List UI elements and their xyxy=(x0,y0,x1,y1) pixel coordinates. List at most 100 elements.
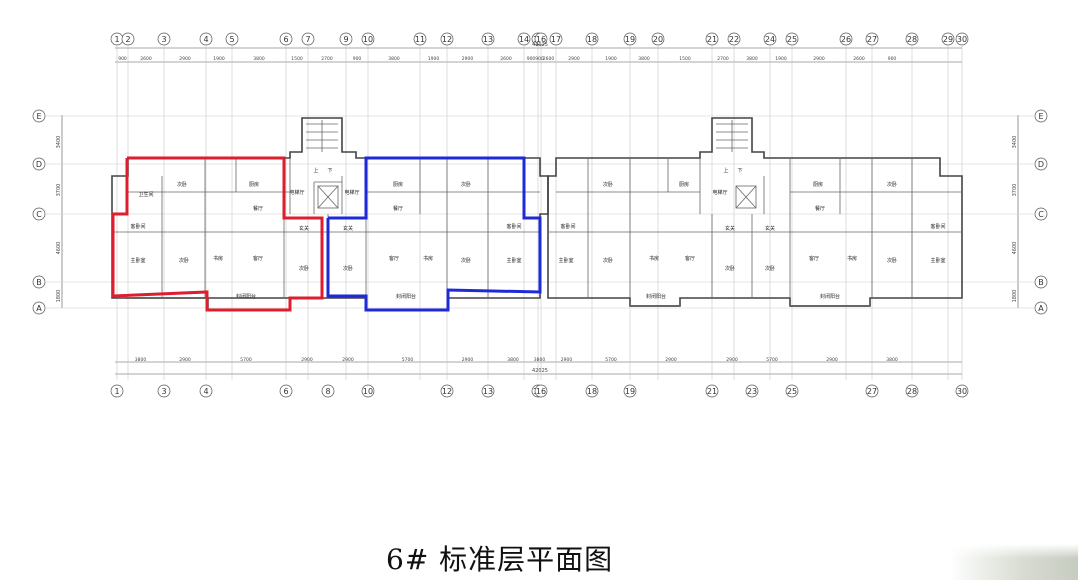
axis-bubble xyxy=(199,384,213,398)
row-letter: C xyxy=(36,210,42,219)
room-label: 主卧室 xyxy=(130,257,145,264)
axis-bubble xyxy=(955,384,969,398)
room-label: 书房 xyxy=(213,255,223,262)
axis-number: 6 xyxy=(283,35,288,44)
row-letter: C xyxy=(1038,210,1044,219)
axis-number: 17 xyxy=(551,35,561,44)
interior-walls xyxy=(112,120,962,311)
dim-label: 2900 xyxy=(179,357,191,363)
svg-text:4600: 4600 xyxy=(1012,242,1018,255)
svg-text:1800: 1800 xyxy=(56,290,62,303)
axis-number: 9 xyxy=(343,35,348,44)
red-unit-outline xyxy=(111,156,324,312)
dim-label: 3800 xyxy=(135,357,147,363)
room-label: 玄关 xyxy=(765,225,775,232)
axis-number: 4 xyxy=(203,35,208,44)
axis-bubble xyxy=(157,32,171,46)
dim-label: 5700 xyxy=(240,357,252,363)
room-label: 客厅 xyxy=(685,255,695,262)
axis-number: 11 xyxy=(415,35,425,44)
axis-number: 1 xyxy=(114,387,119,396)
axis-bubble xyxy=(585,32,599,46)
axis-bubble xyxy=(339,32,353,46)
axis-number: 18 xyxy=(587,387,597,396)
axis-bubble xyxy=(121,32,135,46)
axis-number: 3 xyxy=(161,35,166,44)
dim-label: 2900 xyxy=(462,357,474,363)
room-label: 书房 xyxy=(649,255,659,262)
dim-label: 3800 xyxy=(886,357,898,363)
axis-bubble xyxy=(301,32,315,46)
axis-number: 28 xyxy=(907,35,917,44)
axis-number: 26 xyxy=(841,35,851,44)
dim-label: 1500 xyxy=(291,56,303,62)
total-dim-top: 42025 xyxy=(532,42,548,48)
axis-number: 22 xyxy=(729,35,739,44)
axis-number: 18 xyxy=(587,35,597,44)
axis-number: 12 xyxy=(442,387,452,396)
dim-label: 2900 xyxy=(301,357,313,363)
axis-number: 13 xyxy=(483,35,493,44)
axis-number: 25 xyxy=(787,35,797,44)
axis-number: 14 xyxy=(519,35,529,44)
axis-number: 27 xyxy=(867,35,877,44)
axis-bubble xyxy=(361,384,375,398)
room-label: 次卧 xyxy=(603,181,613,188)
dim-label: 2600 xyxy=(500,56,512,62)
axis-bubble xyxy=(361,32,375,46)
room-label: 上 xyxy=(723,167,728,174)
svg-text:3400: 3400 xyxy=(1012,136,1018,149)
svg-text:1800: 1800 xyxy=(1012,290,1018,303)
dim-label: 900 xyxy=(118,56,127,62)
axis-bubble xyxy=(534,384,548,398)
axis-number: 25 xyxy=(787,387,797,396)
axis-bubble xyxy=(905,32,919,46)
axis-number: 13 xyxy=(483,387,493,396)
room-label: 玄关 xyxy=(299,225,309,232)
room-label: 下 xyxy=(737,168,742,174)
room-label: 封闭阳台 xyxy=(396,293,416,300)
axis-bubble xyxy=(517,32,531,46)
row-letter: D xyxy=(36,160,42,169)
axis-number: 19 xyxy=(625,387,635,396)
room-label: 封闭阳台 xyxy=(236,293,256,300)
dim-label: 2900 xyxy=(462,56,474,62)
side-dims-right: 3400 3700 4600 1800 xyxy=(1012,136,1018,303)
corner-photo-fragment xyxy=(950,544,1078,580)
room-label: 次卧 xyxy=(725,265,735,272)
axis-number: 30 xyxy=(957,35,967,44)
room-label: 客卧间 xyxy=(560,223,575,230)
row-bubble xyxy=(1034,109,1048,123)
axis-number: 19 xyxy=(625,35,635,44)
plan-title: 6# 标准层平面图 xyxy=(386,543,614,576)
room-label: 上 xyxy=(313,167,318,174)
axis-bubble xyxy=(785,32,799,46)
axis-bubble xyxy=(481,384,495,398)
bottom-axis-labels: 1346810121315161819212325272830 xyxy=(110,384,969,398)
axis-number: 7 xyxy=(305,35,310,44)
dim-label: 2600 xyxy=(853,56,865,62)
svg-text:3700: 3700 xyxy=(56,184,62,197)
dim-label: 3800 xyxy=(534,357,546,363)
axis-number: 10 xyxy=(363,35,373,44)
row-letter: E xyxy=(36,112,41,121)
room-label: 主卧室 xyxy=(506,257,521,264)
room-label: 餐厅 xyxy=(393,205,403,212)
room-label: 书房 xyxy=(423,255,433,262)
room-label: 厨房 xyxy=(393,181,403,188)
dim-label: 1900 xyxy=(428,56,440,62)
dim-label: 3800 xyxy=(388,56,400,62)
dim-label: 900 xyxy=(527,56,536,62)
axis-bubble xyxy=(585,384,599,398)
room-label: 电梯厅 xyxy=(289,189,304,196)
dim-label: 900 xyxy=(535,56,544,62)
room-label: 餐厅 xyxy=(253,205,263,212)
axis-number: 29 xyxy=(943,35,953,44)
axis-bubble xyxy=(534,32,548,46)
side-dims-left: 3400 3700 4600 1800 xyxy=(56,136,62,303)
dim-label: 2900 xyxy=(561,357,573,363)
room-label: 玄关 xyxy=(725,225,735,232)
axis-bubble xyxy=(839,32,853,46)
